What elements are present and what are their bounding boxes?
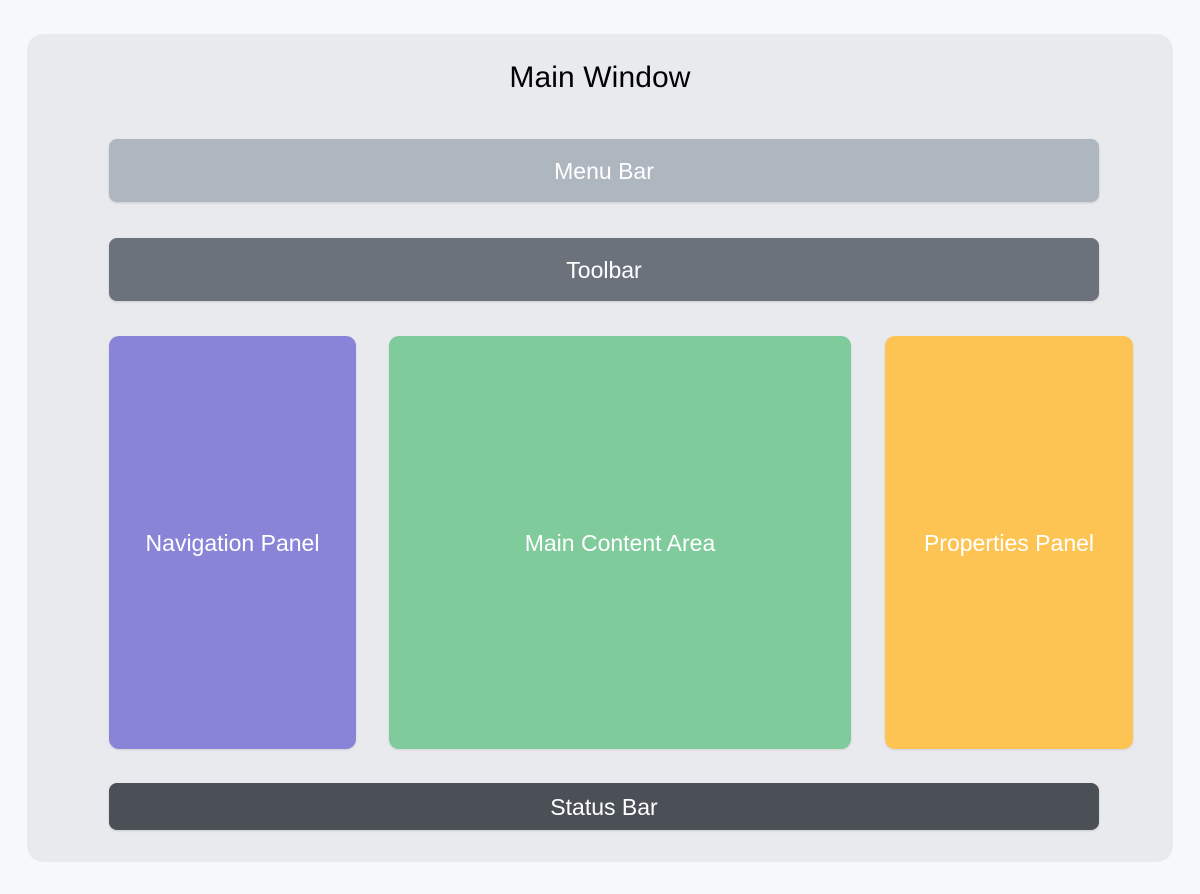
menu-bar-label: Menu Bar bbox=[554, 157, 654, 184]
status-bar-label: Status Bar bbox=[550, 793, 658, 820]
toolbar-label: Toolbar bbox=[566, 256, 642, 283]
status-bar[interactable]: Status Bar bbox=[109, 783, 1099, 830]
main-content-area-label: Main Content Area bbox=[524, 529, 716, 556]
properties-panel[interactable]: Properties Panel bbox=[885, 336, 1133, 749]
main-window: Main Window Menu Bar Toolbar Navigation … bbox=[27, 34, 1173, 862]
menu-bar[interactable]: Menu Bar bbox=[109, 139, 1099, 202]
panel-row: Navigation Panel Main Content Area Prope… bbox=[109, 336, 1133, 749]
navigation-panel[interactable]: Navigation Panel bbox=[109, 336, 356, 749]
navigation-panel-label: Navigation Panel bbox=[145, 529, 320, 556]
toolbar[interactable]: Toolbar bbox=[109, 238, 1099, 301]
page-title: Main Window bbox=[509, 61, 691, 94]
main-content-area[interactable]: Main Content Area bbox=[389, 336, 851, 749]
properties-panel-label: Properties Panel bbox=[923, 529, 1095, 556]
